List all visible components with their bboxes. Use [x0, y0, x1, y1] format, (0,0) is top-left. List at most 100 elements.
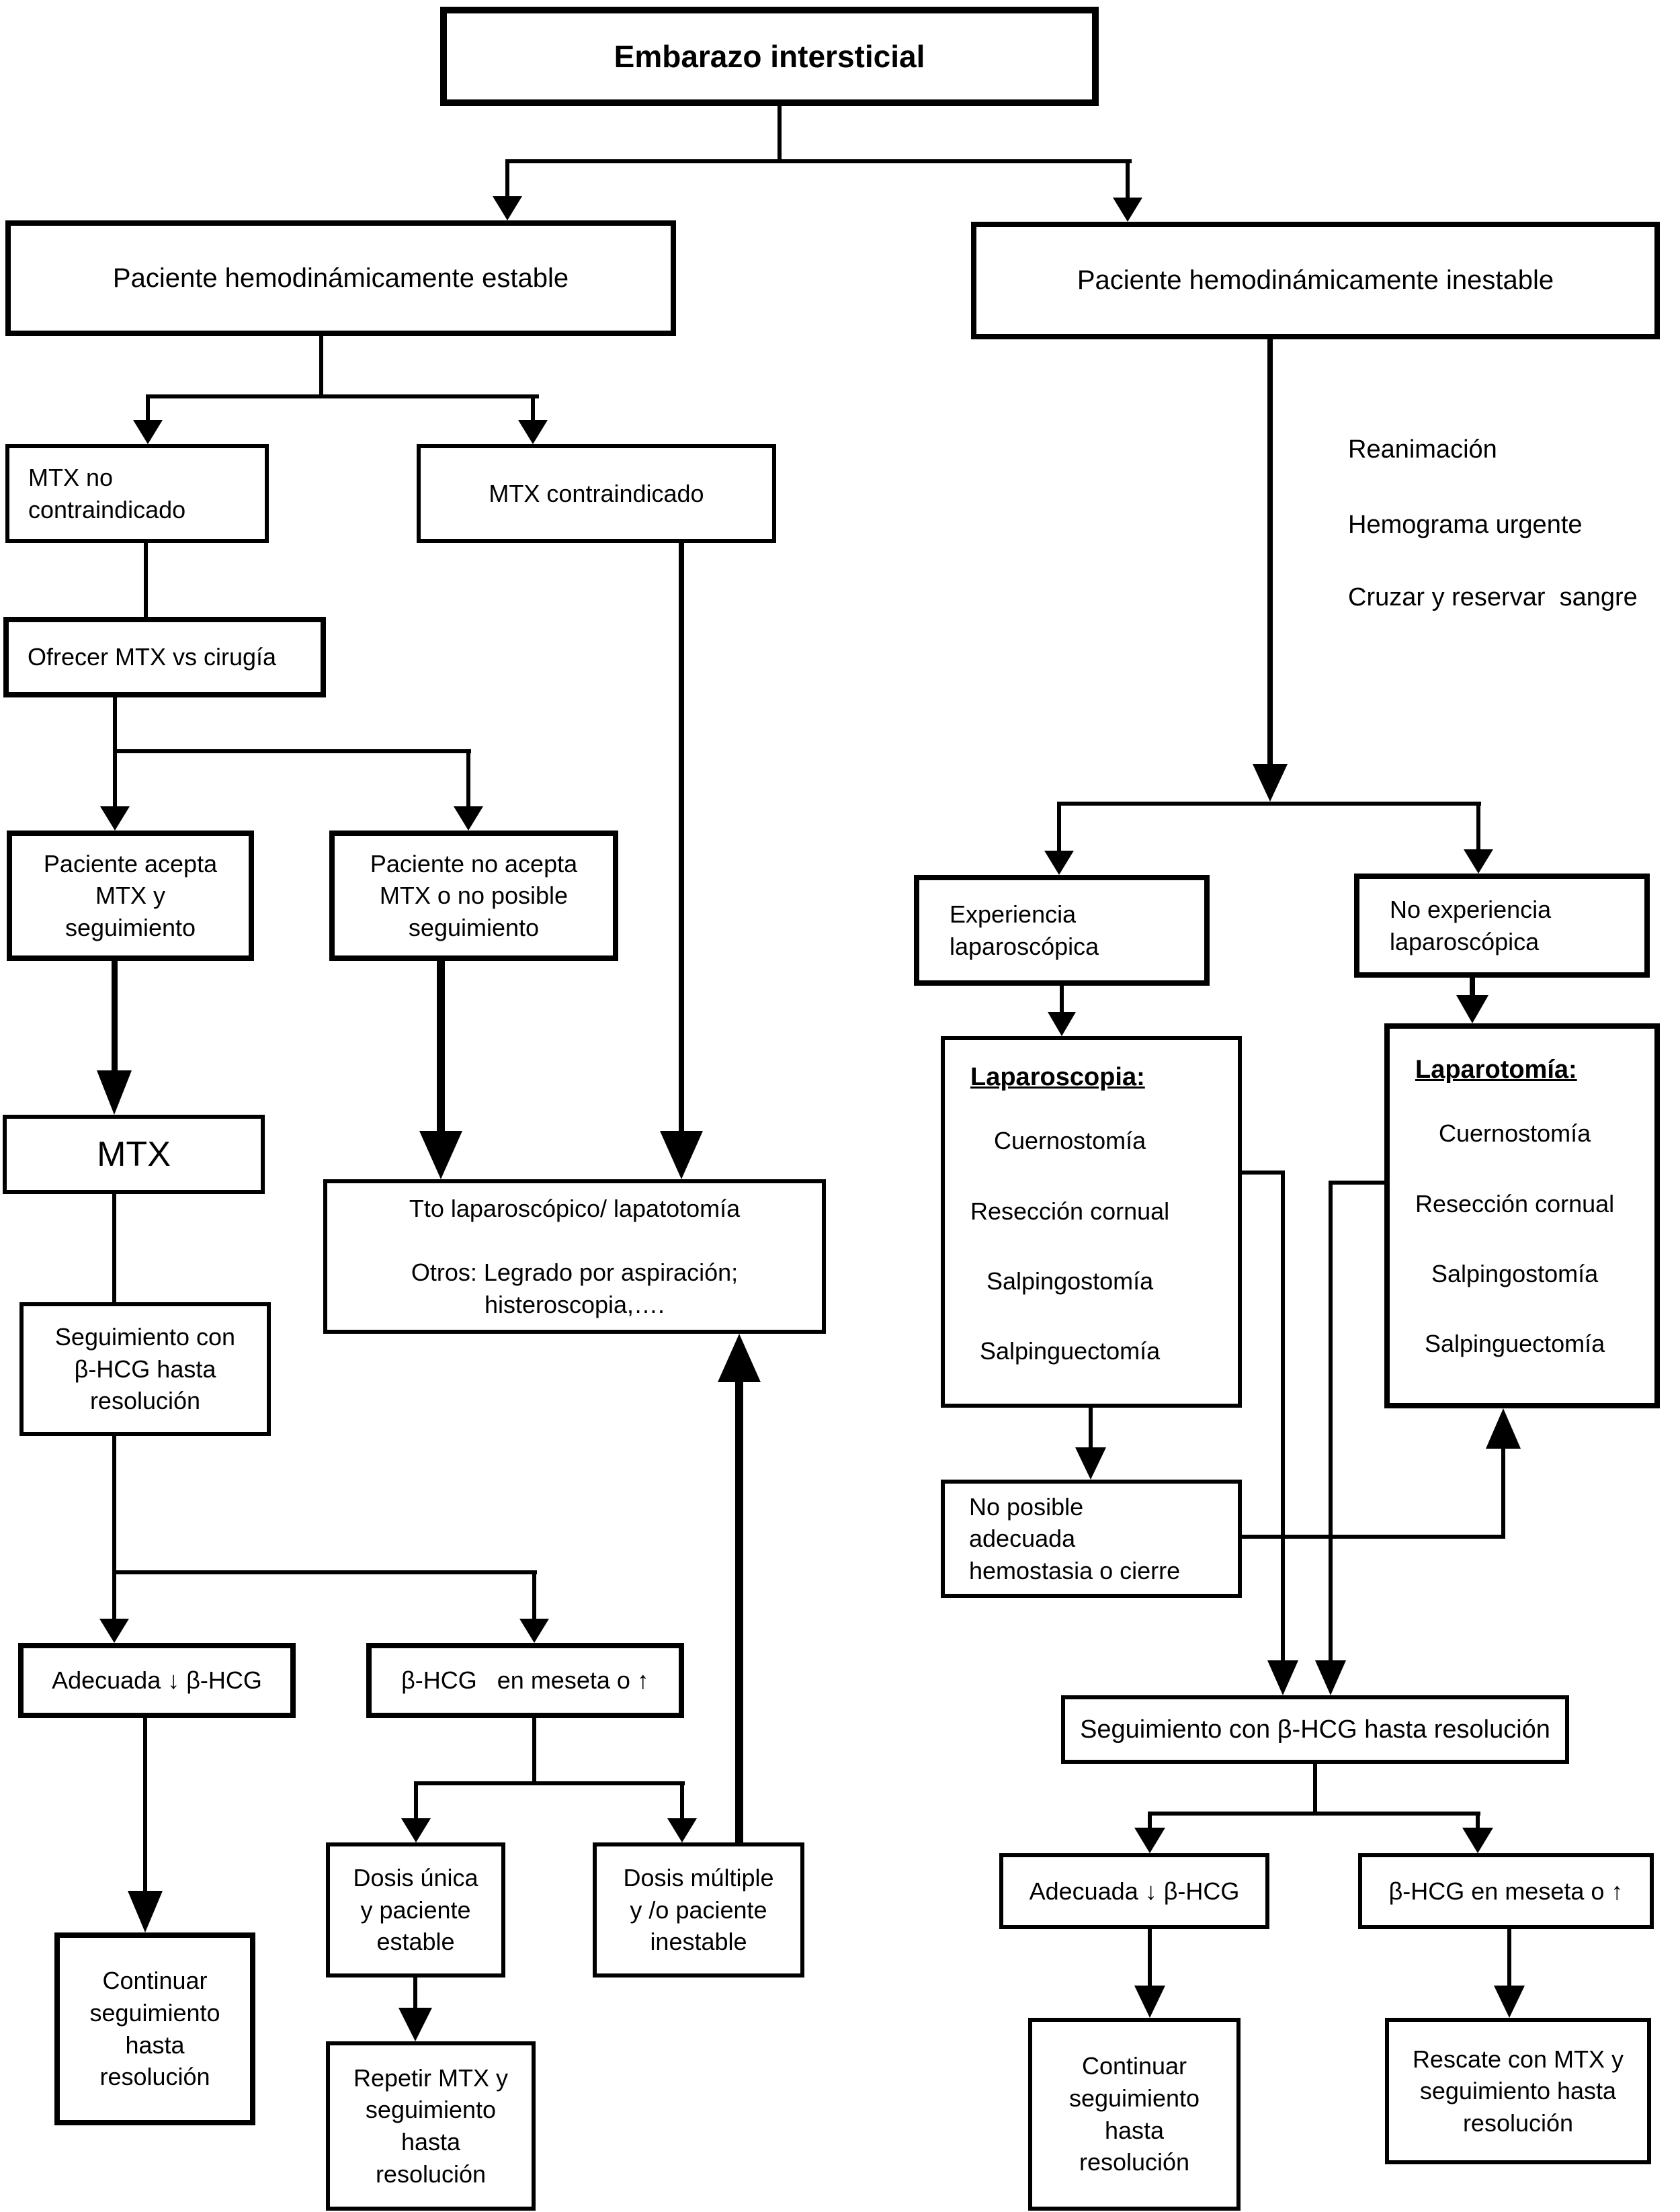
- arrow-segder-left-icon: [1134, 1828, 1165, 1853]
- node-repetir-label: Repetir MTX y seguimiento hasta resoluci…: [353, 2064, 509, 2188]
- edge-segder-split: [1148, 1812, 1480, 1816]
- node-experiencia: Experiencia laparoscópica: [914, 875, 1210, 986]
- edge-laparoscopia-noposible: [1089, 1408, 1093, 1448]
- arrow-title-right-icon: [1113, 198, 1142, 222]
- edge-title-stem: [778, 106, 782, 160]
- arrow-mesetader-rescate-icon: [1494, 1986, 1525, 2018]
- node-inestable-label: Paciente hemodinámicamente inestable: [1077, 265, 1554, 296]
- arrow-estable-right-icon: [518, 420, 548, 444]
- node-laparotomia-items: Cuernostomía Resección cornual Salpingos…: [1415, 1119, 1615, 1358]
- node-mtx-contraindicado-label: MTX contraindicado: [489, 479, 704, 507]
- edge-mesetaizq-right: [680, 1781, 684, 1820]
- arrow-noposible-laparotomia-icon: [1486, 1408, 1521, 1449]
- node-adecuada-der: Adecuada ↓ β-HCG: [999, 1853, 1269, 1929]
- node-estable-label: Paciente hemodinámicamente estable: [112, 263, 569, 293]
- edge-noposible-laparotomia-h: [1242, 1535, 1505, 1539]
- node-acepta-label: Paciente acepta MTX y seguimiento: [43, 849, 218, 941]
- arrow-inestable-right-icon: [1464, 849, 1493, 874]
- arrow-mtxcontra-tto-icon: [660, 1131, 703, 1179]
- node-no-acepta-label: Paciente no acepta MTX o no posible segu…: [370, 849, 578, 941]
- edge-ofrecer-left: [113, 749, 117, 808]
- node-title-label: Embarazo intersticial: [614, 38, 925, 74]
- node-seguimiento-izq-label: Seguimiento con β-HCG hasta resolución: [54, 1323, 236, 1415]
- edge-laparotomia-seg-h: [1331, 1181, 1386, 1185]
- node-mtx-label: MTX: [97, 1134, 171, 1174]
- arrow-acepta-mtx-icon: [97, 1070, 132, 1115]
- node-dosis-multiple: Dosis múltiple y /o paciente inestable: [593, 1842, 804, 1977]
- node-adecuada-izq-label: Adecuada ↓ β-HCG: [52, 1666, 262, 1695]
- edge-inestable-left: [1057, 802, 1061, 851]
- node-laparoscopia-items: Cuernostomía Resección cornual Salpingos…: [970, 1127, 1170, 1365]
- note-hemograma: Hemograma urgente: [1348, 511, 1583, 539]
- node-ofrecer-label: Ofrecer MTX vs cirugía: [28, 643, 277, 671]
- node-laparoscopia: Laparoscopia: Cuernostomía Resección cor…: [941, 1036, 1242, 1408]
- node-repetir: Repetir MTX y seguimiento hasta resoluci…: [326, 2041, 536, 2211]
- node-seguimiento-der-label: Seguimiento con β-HCG hasta resolución: [1080, 1715, 1550, 1744]
- arrow-laparoscopia-seg-icon: [1267, 1660, 1298, 1695]
- edge-segizq-left: [112, 1570, 116, 1620]
- node-title: Embarazo intersticial: [440, 7, 1099, 106]
- node-acepta: Paciente acepta MTX y seguimiento: [7, 831, 254, 961]
- edge-noposible-laparotomia-v: [1501, 1447, 1505, 1539]
- edge-mesetaizq-left: [414, 1781, 418, 1820]
- node-dosis-unica-label: Dosis única y paciente estable: [353, 1864, 478, 1956]
- edge-segizq-right: [532, 1570, 536, 1620]
- edge-dosismultiple-tto: [735, 1381, 743, 1843]
- node-rescate: Rescate con MTX y seguimiento hasta reso…: [1385, 2018, 1651, 2164]
- edge-laparoscopia-seg-h: [1242, 1171, 1284, 1175]
- node-continuar-izq-label: Continuar seguimiento hasta resolución: [89, 1967, 220, 2091]
- edge-mesetaizq-split: [414, 1781, 685, 1785]
- edge-estable-left: [146, 394, 150, 421]
- arrow-noacepta-tto-icon: [419, 1131, 462, 1179]
- edge-estable-stem: [319, 336, 323, 395]
- edge-ofrecer-right: [466, 749, 470, 808]
- node-dosis-unica: Dosis única y paciente estable: [326, 1842, 505, 1977]
- node-mtx-no-contraindicado: MTX no contraindicado: [5, 444, 269, 543]
- node-tto: Tto laparoscópico/ lapatotomía Otros: Le…: [323, 1179, 826, 1334]
- node-no-posible: No posible adecuada hemostasia o cierre: [941, 1480, 1242, 1598]
- edge-title-right: [1126, 159, 1130, 198]
- node-continuar-der-label: Continuar seguimiento hasta resolución: [1068, 2052, 1200, 2176]
- node-estable: Paciente hemodinámicamente estable: [5, 220, 676, 336]
- arrow-mesetaizq-left-icon: [401, 1818, 431, 1842]
- edge-laparoscopia-seg-v: [1281, 1171, 1285, 1662]
- arrow-title-left-icon: [493, 196, 522, 220]
- edge-segder-left: [1148, 1812, 1152, 1829]
- edge-acepta-mtx: [112, 961, 118, 1072]
- edge-noexperiencia-laparotomia: [1470, 978, 1475, 996]
- note-cruzar: Cruzar y reservar sangre: [1348, 583, 1638, 611]
- node-mtx-contraindicado: MTX contraindicado: [417, 444, 776, 543]
- node-tto-label: Tto laparoscópico/ lapatotomía Otros: Le…: [409, 1194, 741, 1318]
- node-experiencia-label: Experiencia laparoscópica: [950, 900, 1099, 960]
- edge-mtxcontra-tto: [679, 543, 684, 1133]
- edge-ofrecer-stem: [113, 697, 117, 750]
- edge-mtx-seguimiento: [112, 1194, 116, 1303]
- edge-mesetaizq-stem: [532, 1718, 536, 1782]
- edge-segder-right: [1476, 1812, 1480, 1829]
- arrow-inestable-stem-icon: [1253, 764, 1288, 802]
- node-mtx-no-contraindicado-label: MTX no contraindicado: [28, 463, 186, 523]
- edge-inestable-stem: [1267, 339, 1273, 765]
- node-meseta-izq-label: β-HCG en meseta o ↑: [401, 1666, 649, 1695]
- edge-segizq-stem: [112, 1436, 116, 1571]
- arrow-laparoscopia-noposible-icon: [1075, 1447, 1106, 1480]
- node-laparotomia: Laparotomía: Cuernostomía Resección corn…: [1384, 1023, 1660, 1408]
- arrow-segizq-left-icon: [99, 1619, 129, 1643]
- node-ofrecer: Ofrecer MTX vs cirugía: [3, 617, 326, 697]
- node-meseta-der: β-HCG en meseta o ↑: [1358, 1853, 1654, 1929]
- node-meseta-izq: β-HCG en meseta o ↑: [366, 1643, 684, 1718]
- arrow-segder-right-icon: [1462, 1828, 1493, 1853]
- arrow-segizq-right-icon: [519, 1619, 549, 1643]
- edge-noacepta-tto: [437, 961, 445, 1133]
- edge-estable-right: [531, 394, 535, 421]
- arrow-estable-left-icon: [133, 420, 163, 444]
- arrow-noexperiencia-laparotomia-icon: [1456, 995, 1488, 1023]
- arrow-laparotomia-seg-icon: [1315, 1660, 1346, 1695]
- note-reanimacion: Reanimación: [1348, 435, 1497, 464]
- edge-experiencia-laparoscopia: [1060, 986, 1064, 1013]
- node-inestable: Paciente hemodinámicamente inestable: [971, 222, 1660, 339]
- node-no-acepta: Paciente no acepta MTX o no posible segu…: [329, 831, 618, 961]
- node-seguimiento-izq: Seguimiento con β-HCG hasta resolución: [19, 1302, 271, 1436]
- node-laparoscopia-title: Laparoscopia:: [970, 1063, 1145, 1091]
